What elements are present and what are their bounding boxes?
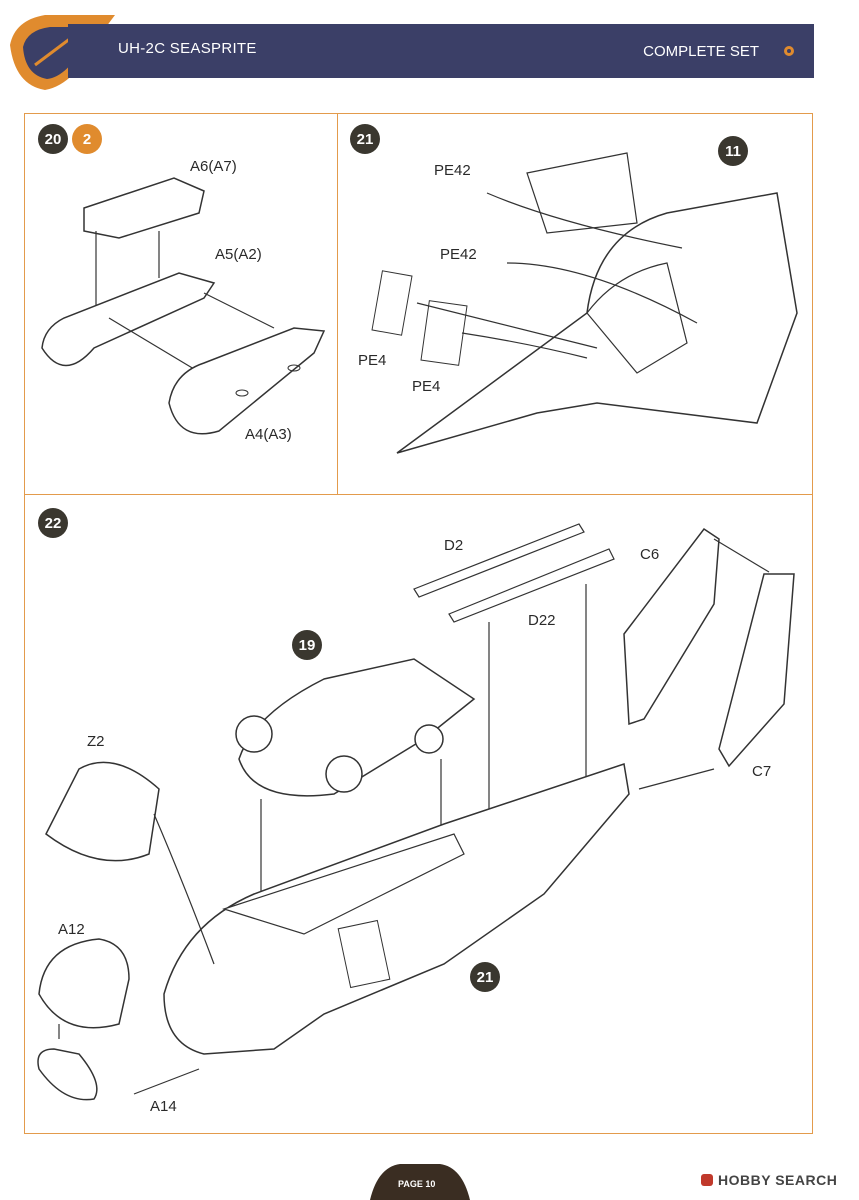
header-bar	[68, 24, 814, 78]
assembly-drawing-22	[37, 523, 795, 1101]
part-label: Z2	[87, 733, 105, 750]
reference-step-badge: 11	[718, 136, 748, 166]
part-label: PE4	[412, 378, 441, 395]
part-label: PE42	[434, 162, 471, 179]
step-number: 22	[38, 508, 68, 538]
reference-step-badge: 21	[470, 962, 500, 992]
part-label: PE42	[440, 246, 477, 263]
part-label: A14	[150, 1098, 177, 1115]
reference-step-badge: 19	[292, 630, 322, 660]
hobbysearch-logo-icon	[701, 1174, 713, 1186]
step-panel-22	[24, 494, 813, 1134]
page-tab	[370, 1164, 470, 1200]
part-label: A6(A7)	[190, 158, 237, 175]
part-label: D2	[444, 537, 464, 554]
page-header: UH-2C SEASPRITE COMPLETE SET	[0, 0, 859, 100]
step-number: 21	[350, 124, 380, 154]
part-label: D22	[528, 612, 556, 629]
part-label: A5(A2)	[215, 246, 262, 263]
part-label: PE4	[358, 352, 387, 369]
assembly-drawing-21	[371, 152, 798, 454]
step-number: 20	[38, 124, 68, 154]
set-label: COMPLETE SET	[643, 43, 759, 60]
part-label: C7	[752, 763, 772, 780]
substep-badge: 2	[72, 124, 102, 154]
part-label: A12	[58, 921, 85, 938]
watermark: HOBBY SEARCH	[718, 1172, 838, 1188]
part-label: C6	[640, 546, 660, 563]
page-number: PAGE 10	[398, 1179, 436, 1189]
target-icon	[784, 46, 794, 56]
assembly-drawing-20	[41, 177, 326, 435]
part-label: A4(A3)	[245, 426, 292, 443]
page-title: UH-2C SEASPRITE	[118, 40, 257, 57]
